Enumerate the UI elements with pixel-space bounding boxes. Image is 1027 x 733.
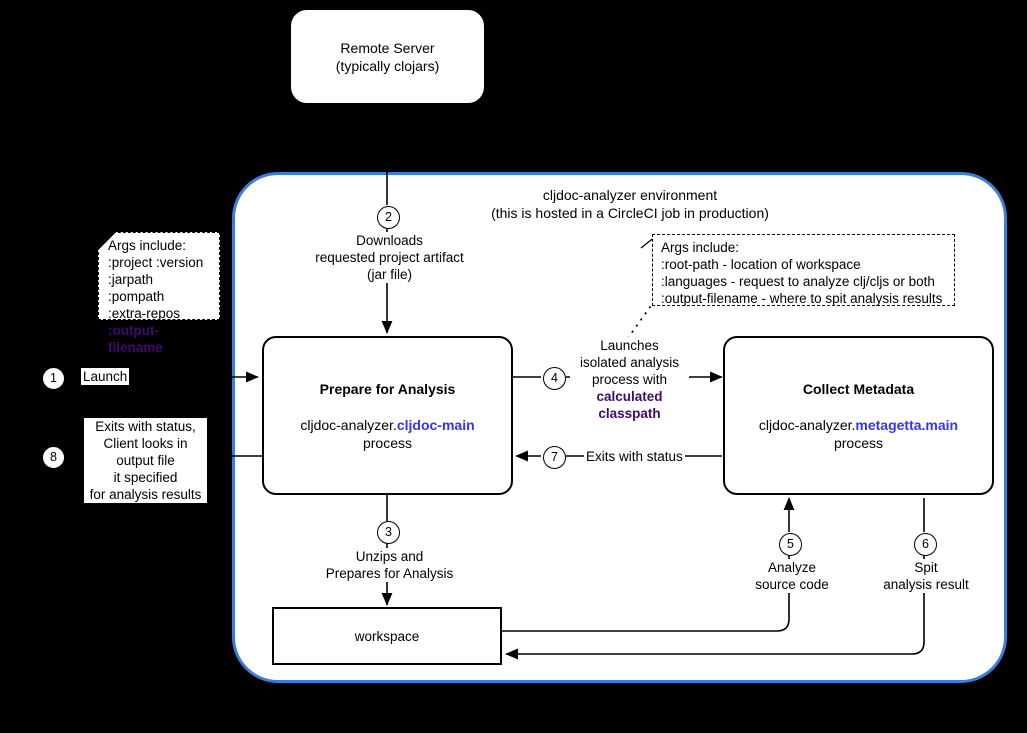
collect-title: Collect Metadata bbox=[802, 380, 915, 397]
step-8-label: Exits with status, Client looks in outpu… bbox=[84, 418, 207, 503]
step-6-label: Spit analysis result bbox=[869, 559, 983, 593]
step-8-number: 8 bbox=[50, 450, 57, 465]
step-6-number: 6 bbox=[922, 537, 929, 552]
step-6-circle: 6 bbox=[914, 533, 937, 556]
args-left-line3: :extra-repos bbox=[108, 306, 181, 321]
step-5-circle: 5 bbox=[779, 533, 802, 556]
callout-leader-line bbox=[627, 299, 656, 339]
environment-title-block: cljdoc-analyzer environment (this is hos… bbox=[440, 184, 820, 224]
step-1-number: 1 bbox=[50, 371, 57, 386]
args-right-line3: :output-filename - where to spit analysi… bbox=[661, 291, 943, 306]
environment-title: cljdoc-analyzer environment bbox=[542, 187, 718, 203]
args-left-text: Args include: :project :version :jarpath… bbox=[98, 232, 220, 360]
args-left-heading: Args include: bbox=[108, 238, 187, 253]
prepare-ns-accent: cljdoc-main bbox=[396, 416, 475, 433]
step-5-label: Analyze source code bbox=[735, 559, 849, 593]
prepare-for-analysis-box: Prepare for Analysis cljdoc-analyzer.clj… bbox=[262, 336, 513, 495]
collect-ns-accent: metagetta.main bbox=[855, 416, 959, 433]
step-4-label-text: Launches isolated analysis process with bbox=[579, 338, 680, 387]
remote-server-line2: (typically clojars) bbox=[335, 57, 440, 74]
step-4-label-accent: calculated classpath bbox=[596, 389, 663, 421]
workspace-label: workspace bbox=[354, 628, 420, 644]
collect-footer: process bbox=[833, 434, 884, 451]
step-8-circle: 8 bbox=[42, 446, 65, 469]
step-4-label: Launches isolated analysis process with … bbox=[570, 337, 689, 422]
step-3-label: Unzips and Prepares for Analysis bbox=[300, 548, 479, 582]
collect-ns-prefix: cljdoc-analyzer. bbox=[758, 416, 856, 433]
edge-step5-a bbox=[502, 554, 790, 632]
args-left-line1: :project :version bbox=[108, 255, 204, 270]
args-right-line1: :root-path - location of workspace bbox=[661, 257, 861, 272]
step-5-number: 5 bbox=[787, 537, 794, 552]
prepare-title: Prepare for Analysis bbox=[319, 380, 456, 397]
prepare-ns-prefix: cljdoc-analyzer. bbox=[300, 416, 397, 433]
step-7-number: 7 bbox=[551, 450, 558, 465]
step-7-circle: 7 bbox=[543, 446, 566, 469]
step-4-number: 4 bbox=[551, 371, 558, 386]
args-left-line2: :jarpath :pompath bbox=[108, 272, 165, 304]
environment-subtitle: (this is hosted in a CircleCI job in pro… bbox=[491, 205, 769, 221]
step-2-label: Downloads requested project artifact (ja… bbox=[285, 232, 494, 283]
step-7-label: Exits with status bbox=[584, 448, 685, 465]
args-right-line2: :languages - request to analyze clj/cljs… bbox=[661, 274, 935, 289]
step-2-number: 2 bbox=[385, 210, 392, 225]
step-3-number: 3 bbox=[385, 525, 392, 540]
args-right-text: Args include: :root-path - location of w… bbox=[653, 235, 954, 311]
workspace-box: workspace bbox=[272, 607, 502, 665]
args-left-border bbox=[98, 232, 220, 320]
step-4-circle: 4 bbox=[543, 367, 566, 390]
edge-step6-b bbox=[505, 554, 925, 660]
step-3-circle: 3 bbox=[377, 521, 400, 544]
args-left-accent: :output-filename bbox=[108, 323, 163, 355]
args-left-callout: Args include: :project :version :jarpath… bbox=[98, 232, 220, 355]
prepare-footer: process bbox=[362, 434, 413, 451]
collect-namespace: cljdoc-analyzer.metagetta.main bbox=[759, 398, 958, 434]
args-right-callout: Args include: :root-path - location of w… bbox=[652, 234, 955, 306]
remote-server-line1: Remote Server bbox=[340, 39, 435, 56]
step-1-circle: 1 bbox=[42, 367, 65, 390]
step-1-label: Launch bbox=[81, 368, 130, 385]
prepare-namespace: cljdoc-analyzer.cljdoc-main bbox=[300, 398, 474, 434]
args-right-heading: Args include: bbox=[661, 240, 740, 255]
remote-server-box: Remote Server (typically clojars) bbox=[289, 8, 486, 105]
step-2-circle: 2 bbox=[377, 206, 400, 229]
collect-metadata-box: Collect Metadata cljdoc-analyzer.metaget… bbox=[723, 336, 994, 495]
